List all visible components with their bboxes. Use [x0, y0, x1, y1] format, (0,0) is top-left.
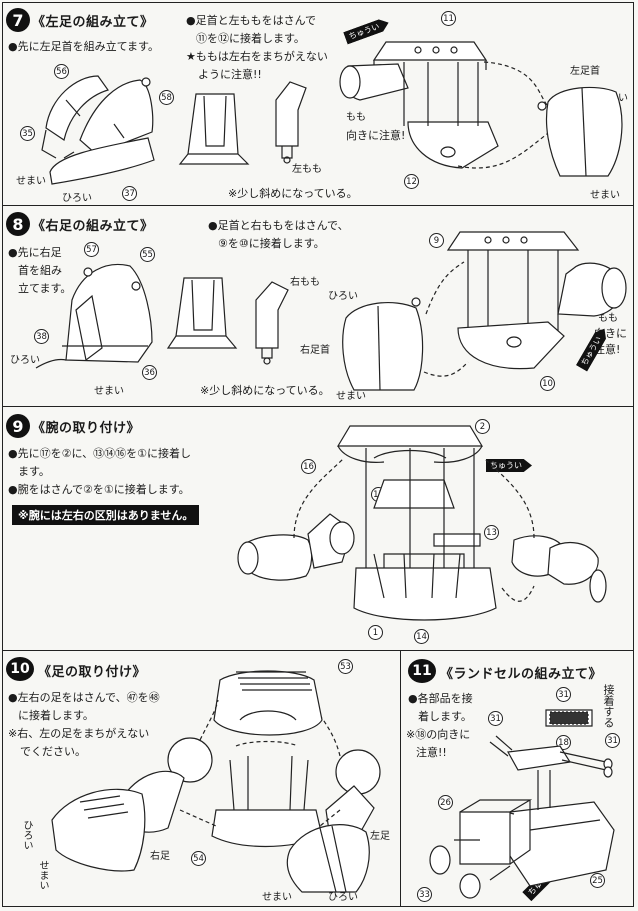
step-10-leg-assembly [51, 670, 381, 893]
divider-10-11 [400, 650, 401, 907]
label-direction: 向きに注意! [346, 129, 406, 142]
label-wide-2: ひろい [328, 291, 358, 302]
label-right-leg: 右足 [150, 851, 170, 862]
step-8-title: 《右足の組み立て》 [32, 219, 154, 234]
step-10-title: 《足の取り付け》 [38, 665, 147, 680]
part-35: 35 [20, 126, 35, 141]
step-7-number: 7 [6, 8, 30, 32]
step-7-note-1: ●足首と左ももをはさんで [186, 14, 317, 27]
step-7-title: 《左足の組み立て》 [32, 15, 154, 30]
part-25: 25 [590, 873, 605, 888]
step-8-note-2: ⑨を⑩に接着します。 [218, 237, 325, 250]
part-55: 55 [140, 247, 155, 262]
part-36: 36 [142, 365, 157, 380]
step-8-instruction-3: 立てます。 [18, 282, 72, 295]
attention-tag-9: ちゅうい [486, 459, 532, 472]
part-1: 1 [368, 625, 383, 640]
part-26: 26 [438, 795, 453, 810]
step-8-main-assembly [342, 231, 627, 391]
label-left-thigh: 左もも [292, 164, 322, 175]
part-13: 13 [484, 525, 499, 540]
step-10-line-2: に接着します。 [18, 709, 94, 722]
label-right-thigh: 右もも [290, 277, 320, 288]
part-53: 53 [338, 659, 353, 674]
label-wide: ひろい [10, 355, 40, 366]
step-9-line-1: ●先に⑰を②に、⑬⑭⑯を①に接着し [8, 447, 191, 460]
step-7-instruction: ●先に左足首を組み立てます。 [8, 40, 159, 53]
step-9-title: 《腕の取り付け》 [32, 421, 141, 436]
label-thigh: もも [598, 313, 618, 324]
part-38: 38 [34, 329, 49, 344]
step-10-line-4: でください。 [20, 745, 86, 758]
divider-9-10 [2, 650, 634, 651]
label-wide: ひろい [62, 193, 92, 204]
step-8-note-1: ●足首と右ももをはさんで、 [208, 219, 349, 232]
step-10-line-1: ●左右の足をはさんで、㊼を㊽ [8, 691, 160, 704]
part-31-b: 31 [488, 711, 503, 726]
label-left-leg: 左足 [370, 831, 390, 842]
step-8-number: 8 [6, 212, 30, 236]
part-11: 11 [441, 11, 456, 26]
step-7-main-assembly [339, 41, 623, 177]
step-9-arm-assembly [237, 425, 607, 621]
step-11-line-3: ※⑱の向きに [406, 728, 471, 741]
step-7-note-4: ように注意!! [198, 68, 262, 81]
label-wide: ひろい [21, 820, 32, 850]
step-8-caption: ※少し斜めになっている。 [200, 384, 330, 397]
part-10: 10 [540, 376, 555, 391]
step-9-number: 9 [6, 414, 30, 438]
part-33: 33 [417, 887, 432, 902]
label-thigh: もも [346, 112, 366, 123]
part-31-a: 31 [556, 687, 571, 702]
step-11-line-1: ●各部品を接 [408, 692, 473, 705]
label-narrow-2: せまい [262, 892, 292, 903]
divider-7-8 [2, 205, 634, 206]
step-10-line-3: ※右、左の足をまちがえない [8, 727, 150, 740]
step-8-thigh-side [255, 281, 289, 365]
label-left-ankle: 左足首 [570, 66, 600, 77]
step-7-note-2: ⑪を⑫に接着します。 [196, 32, 305, 45]
label-narrow: せまい [94, 386, 124, 397]
step-8-instruction-2: 首を組み [18, 264, 62, 277]
step-7-caption: ※少し斜めになっている。 [228, 187, 358, 200]
part-58: 58 [159, 90, 174, 105]
part-56: 56 [54, 64, 69, 79]
part-2: 2 [475, 419, 490, 434]
step-11-randsel-assembly [429, 709, 615, 899]
step-9-note: ※腕には左右の区別はありません。 [12, 505, 200, 525]
part-14: 14 [414, 629, 429, 644]
step-9-line-3: ●腕をはさんで②を①に接着します。 [8, 483, 190, 496]
step-10-number: 10 [6, 657, 34, 681]
step-8-ankle [35, 263, 153, 369]
step-7-ankle-parts [41, 75, 155, 185]
part-31-c: 31 [605, 733, 620, 748]
step-11-title: 《ランドセルの組み立て》 [440, 667, 603, 682]
part-54: 54 [191, 851, 206, 866]
label-right-ankle: 右足首 [300, 345, 330, 356]
step-7-thigh-side [275, 81, 307, 164]
label-narrow-2: せまい [590, 190, 620, 201]
step-7-thigh-front [178, 93, 250, 165]
step-11-number: 11 [408, 659, 436, 683]
divider-8-9 [2, 406, 634, 407]
part-16: 16 [301, 459, 316, 474]
step-7-note-3: ★ももは左右をまちがえない [186, 50, 328, 63]
label-narrow: せまい [16, 176, 46, 187]
step-11-line-2: 着します。 [418, 710, 472, 723]
label-wide-2: ひろい [328, 892, 358, 903]
part-57: 57 [84, 242, 99, 257]
part-9: 9 [429, 233, 444, 248]
label-narrow-2: せまい [336, 391, 366, 402]
step-8-instruction-1: ●先に右足 [8, 246, 62, 259]
step-11-glue-label: 接着する [602, 684, 615, 728]
step-11-line-4: 注意!! [416, 746, 447, 759]
step-9-line-2: ます。 [18, 465, 50, 478]
part-12: 12 [404, 174, 419, 189]
label-narrow: せまい [37, 860, 48, 890]
step-8-thigh-front [166, 277, 238, 349]
part-37: 37 [122, 186, 137, 201]
